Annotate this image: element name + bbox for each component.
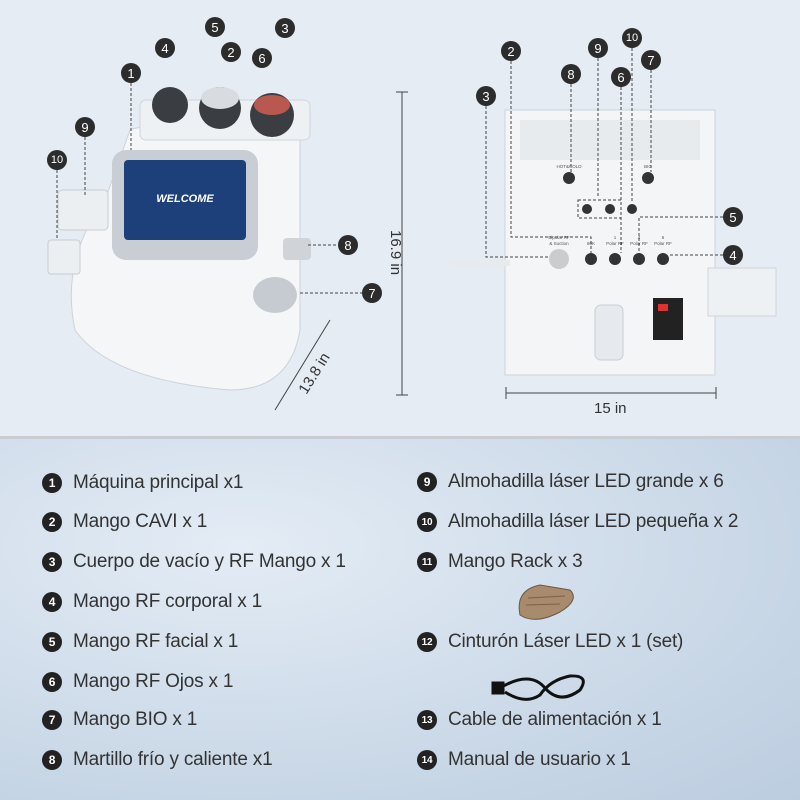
list-item: 9 Almohadilla láser LED grande x 6 (417, 471, 724, 493)
item-label: Cuerpo de vacío y RF Mango x 1 (73, 551, 346, 572)
list-item: 2 Mango CAVI x 1 (42, 511, 207, 533)
list-item: 10 Almohadilla láser LED pequeña x 2 (417, 511, 738, 533)
divider (0, 436, 800, 439)
list-item: 14 Manual de usuario x 1 (417, 749, 631, 771)
list-item: 4 Mango RF corporal x 1 (42, 591, 262, 613)
screen (124, 160, 246, 240)
led-pad-small (47, 239, 81, 275)
item-number: 4 (42, 592, 62, 612)
label-hot-cold: HOT&COLD (556, 164, 582, 169)
callout-back-10: 10 (622, 28, 642, 48)
rf-body-handle (152, 87, 188, 123)
callout-back-8: 8 (561, 64, 581, 84)
item-number: 1 (42, 473, 62, 493)
list-item: 5 Mango RF facial x 1 (42, 631, 238, 653)
list-item: 3 Cuerpo de vacío y RF Mango x 1 (42, 551, 346, 573)
item-label: Mango RF corporal x 1 (73, 591, 263, 612)
bio-handle (253, 277, 297, 313)
label-6: 6 (662, 235, 665, 240)
list-item: 12 Cinturón Láser LED x 1 (set) (417, 631, 683, 653)
callout-back-7: 7 (641, 50, 661, 70)
welcome-text: WELCOME (156, 193, 214, 205)
item-number: 5 (42, 632, 62, 652)
item-label: Almohadilla láser LED pequeña x 2 (448, 511, 739, 532)
callout-2: 2 (221, 42, 241, 62)
cold-hot-hammer (283, 238, 311, 260)
item-label: Máquina principal x1 (73, 472, 244, 493)
item-number: 2 (42, 512, 62, 532)
callout-back-4: 4 (723, 245, 743, 265)
item-number: 11 (417, 552, 437, 572)
item-number: 9 (417, 472, 437, 492)
callout-6: 6 (252, 48, 272, 68)
callout-8: 8 (338, 235, 358, 255)
width-dimension: 15 in (594, 400, 627, 417)
height-dimension: 16.9 in (387, 230, 404, 276)
item-label: Cable de alimentación x 1 (448, 709, 662, 730)
list-item: 8 Martillo frío y caliente x1 (42, 749, 273, 771)
item-label: Mango BIO x 1 (73, 709, 198, 730)
callout-4: 4 (155, 38, 175, 58)
callout-back-6: 6 (611, 67, 631, 87)
list-item: 1 Máquina principal x1 (42, 472, 243, 494)
item-number: 8 (42, 750, 62, 770)
main-machine-back: HOT&COLD BIO Bipolar RF & Suction 80K 1 … (450, 109, 777, 376)
item-label: Almohadilla láser LED grande x 6 (448, 471, 724, 492)
item-label: Mango Rack x 3 (448, 551, 583, 572)
item-label: Mango RF facial x 1 (73, 631, 239, 652)
callout-7: 7 (362, 283, 382, 303)
list-item: 13 Cable de alimentación x 1 (417, 709, 662, 731)
callout-3: 3 (275, 18, 295, 38)
callout-1: 1 (121, 63, 141, 83)
list-item: 11 Mango Rack x 3 (417, 551, 583, 573)
label-bipolar: Bipolar RF (548, 235, 570, 240)
callout-back-3: 3 (476, 86, 496, 106)
label-bio: BIO (644, 164, 652, 169)
item-number: 6 (42, 672, 62, 692)
callout-10: 10 (47, 150, 67, 170)
callout-5: 5 (205, 17, 225, 37)
label-1-polar-rf: Polar RF (606, 241, 624, 246)
callout-9: 9 (75, 117, 95, 137)
label-suction: & Suction (549, 241, 569, 246)
main-machine-front: WELCOME (47, 87, 311, 391)
item-number: 7 (42, 710, 62, 730)
label-4: 4 (638, 235, 641, 240)
item-number: 3 (42, 552, 62, 572)
item-label: Mango CAVI x 1 (73, 511, 208, 532)
item-number: 14 (417, 750, 437, 770)
list-item: 6 Mango RF Ojos x 1 (42, 671, 233, 693)
callout-back-9: 9 (588, 38, 608, 58)
item-number: 10 (417, 512, 437, 532)
list-item: 7 Mango BIO x 1 (42, 709, 197, 731)
item-label: Martillo frío y caliente x1 (73, 749, 273, 770)
label-1: 1 (614, 235, 617, 240)
product-illustration: WELCOME HOT&COLD BIO (47, 48, 777, 411)
item-number: 13 (417, 710, 437, 730)
led-pad-large (57, 189, 109, 231)
item-number: 12 (417, 632, 437, 652)
callout-back-5: 5 (723, 207, 743, 227)
package-contents (0, 439, 800, 800)
item-label: Cinturón Láser LED x 1 (set) (448, 631, 684, 652)
label-6-polar-rf: Polar RF (654, 241, 672, 246)
callout-back-2: 2 (501, 41, 521, 61)
item-label: Mango RF Ojos x 1 (73, 671, 234, 692)
item-label: Manual de usuario x 1 (448, 749, 631, 770)
